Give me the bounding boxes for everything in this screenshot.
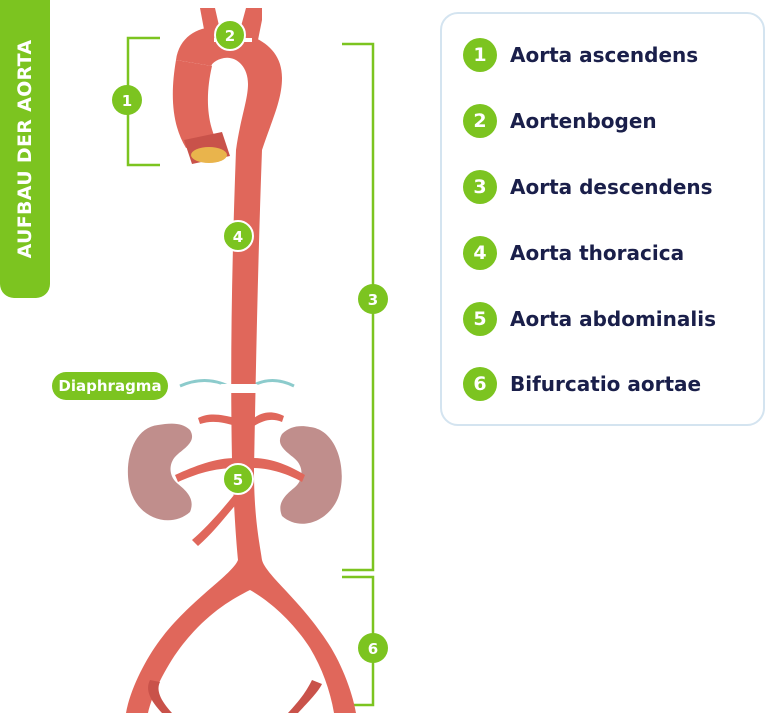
marker-5-label: 5 <box>233 471 243 489</box>
marker-5: 5 <box>222 463 254 495</box>
legend-number: 3 <box>463 170 497 204</box>
legend-label: Aortenbogen <box>510 109 657 133</box>
visceral-branch-left <box>198 414 236 426</box>
marker-3-label: 3 <box>368 291 378 309</box>
legend-label: Aorta ascendens <box>510 43 699 67</box>
diaphragm-line-right <box>251 379 295 388</box>
marker-1-label: 1 <box>122 92 132 110</box>
legend-item-6: 6 Bifurcatio aortae <box>463 367 701 401</box>
aorta-descending <box>231 150 262 560</box>
diaphragm-passage <box>220 384 258 393</box>
aorta-bifurcation <box>126 560 356 713</box>
legend-label: Aorta abdominalis <box>510 307 717 331</box>
left-kidney <box>127 423 193 521</box>
mesenteric-branch <box>192 495 238 546</box>
marker-1: 1 <box>112 85 142 115</box>
legend-item-3: 3 Aorta descendens <box>463 170 713 204</box>
iliac-branch-left <box>148 680 172 713</box>
legend-item-5: 5 Aorta abdominalis <box>463 302 716 336</box>
legend-number: 6 <box>463 367 497 401</box>
marker-4: 4 <box>222 220 254 252</box>
page-title: AUFBAU DER AORTA <box>14 39 36 259</box>
legend-number: 2 <box>463 104 497 138</box>
aortic-valve <box>191 147 227 163</box>
right-kidney <box>279 426 342 524</box>
marker-3: 3 <box>358 284 388 314</box>
marker-2-label: 2 <box>225 27 235 45</box>
renal-artery-left <box>175 458 236 482</box>
legend-number: 1 <box>463 38 497 72</box>
vertical-title-tab: AUFBAU DER AORTA <box>0 0 50 298</box>
marker-2: 2 <box>214 19 246 51</box>
legend-label: Aorta descendens <box>510 175 713 199</box>
aorta-ascending <box>172 60 216 148</box>
renal-artery-right <box>252 458 305 482</box>
legend-item-1: 1 Aorta ascendens <box>463 38 698 72</box>
legend-number: 4 <box>463 236 497 270</box>
iliac-branch-right <box>288 680 322 713</box>
aortic-arch <box>176 27 282 150</box>
legend-item-4: 4 Aorta thoracica <box>463 236 684 270</box>
marker-6: 6 <box>358 633 388 663</box>
marker-4-label: 4 <box>233 228 243 246</box>
legend-label: Bifurcatio aortae <box>510 372 702 396</box>
visceral-branch-right <box>254 412 284 426</box>
legend-number: 5 <box>463 302 497 336</box>
marker-6-label: 6 <box>368 640 378 658</box>
diaphragm-label: Diaphragma <box>52 372 168 400</box>
legend-item-2: 2 Aortenbogen <box>463 104 657 138</box>
legend-box: 1 Aorta ascendens 2 Aortenbogen 3 Aorta … <box>440 12 765 426</box>
legend-label: Aorta thoracica <box>510 241 685 265</box>
